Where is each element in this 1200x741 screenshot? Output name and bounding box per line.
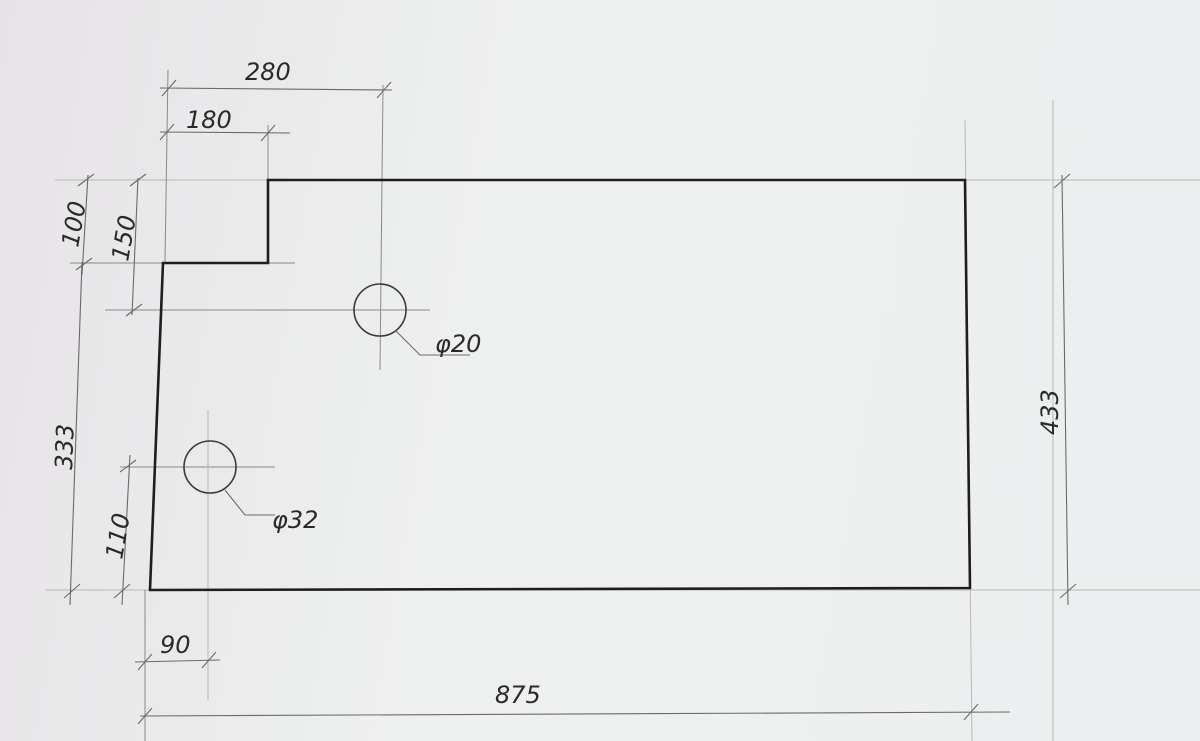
part-outline (148, 178, 972, 592)
dim-180-label: 180 (186, 106, 232, 134)
dim-100-label: 100 (56, 199, 92, 249)
dim-875-label: 875 (495, 681, 541, 709)
extension-lines (45, 69, 1200, 741)
dim-90-label: 90 (160, 631, 191, 659)
dim-433-label: 433 (1036, 389, 1064, 435)
hole-32 (183, 440, 237, 494)
hole-20 (353, 283, 407, 337)
dim-110-label: 110 (100, 511, 136, 561)
dimension-lines (63, 79, 1077, 725)
leader-32 (224, 489, 275, 516)
hole-32-label: φ32 (272, 506, 318, 534)
dim-280-label: 280 (245, 58, 291, 86)
hole-20-label: φ20 (435, 330, 481, 358)
leader-20 (394, 329, 470, 356)
dim-333-label: 333 (50, 423, 80, 470)
dim-150-label: 150 (106, 213, 142, 263)
